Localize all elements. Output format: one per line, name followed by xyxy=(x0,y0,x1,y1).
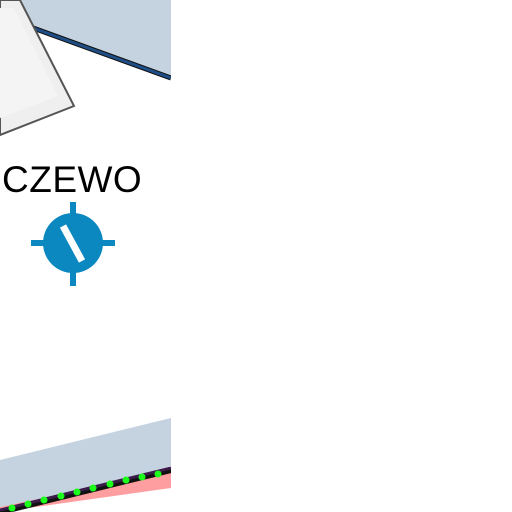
map-tile: CZEWO xyxy=(0,0,171,512)
road-lower xyxy=(0,418,171,512)
road-upper-body xyxy=(0,0,171,75)
building-inner xyxy=(0,8,58,118)
map-features xyxy=(0,0,171,512)
place-label: CZEWO xyxy=(2,159,143,200)
rail-dots xyxy=(8,470,162,512)
compass-rose-icon[interactable] xyxy=(31,202,115,286)
road-upper-edge-top xyxy=(0,0,171,23)
